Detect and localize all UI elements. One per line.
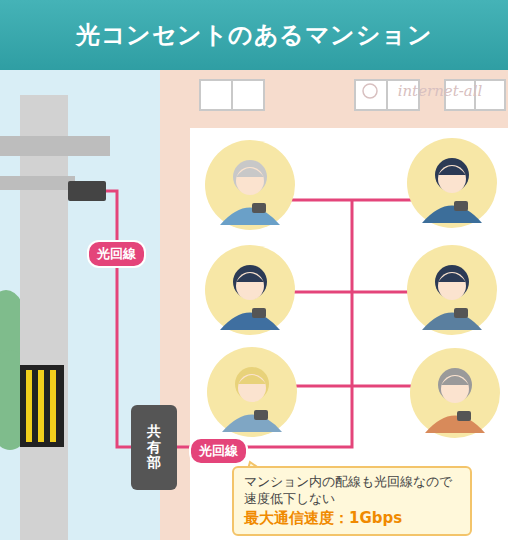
node-text: 最大通信速度：1Gbps (244, 508, 460, 529)
resident-avatar (207, 347, 297, 437)
callout-box: マンション内の配線も光回線なので 速度低下しない最大通信速度：1Gbps (232, 466, 472, 536)
node-text: マンション内の配線も光回線なので 速度低下しない (244, 473, 460, 508)
resident-avatar (205, 140, 295, 230)
resident-avatar (205, 245, 295, 335)
line-label: 光回線 (189, 437, 248, 465)
line-label: 光回線 (87, 240, 146, 268)
resident-avatar (407, 138, 497, 228)
diagram-title: 光コンセントのあるマンション (0, 0, 508, 70)
node-text: 共有部 (147, 424, 161, 470)
shared-area-box: 共有部 (131, 405, 177, 490)
watermark: internet-all (398, 82, 483, 100)
resident-avatar (407, 245, 497, 335)
resident-avatar (410, 348, 500, 438)
